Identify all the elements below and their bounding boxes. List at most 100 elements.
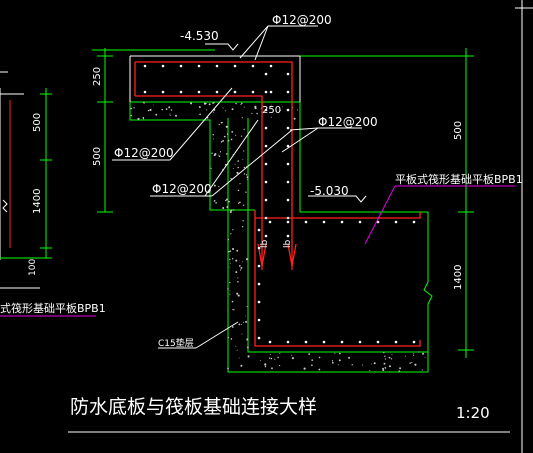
concrete-speckle bbox=[206, 109, 208, 111]
concrete-speckle bbox=[130, 114, 133, 117]
concrete-speckle bbox=[331, 361, 334, 364]
concrete-speckle bbox=[220, 121, 223, 124]
rebar-dot bbox=[264, 144, 268, 148]
rebar-dot bbox=[286, 180, 290, 184]
concrete-speckle bbox=[235, 134, 237, 136]
concrete-speckle bbox=[331, 360, 334, 362]
concrete-speckle bbox=[236, 292, 239, 295]
concrete-speckle bbox=[229, 262, 231, 264]
concrete-speckle bbox=[231, 326, 234, 328]
dim-far-left-1: 500 bbox=[32, 113, 43, 132]
rebar-dot bbox=[286, 144, 290, 148]
rebar-dot bbox=[215, 90, 219, 94]
concrete-speckle bbox=[239, 269, 242, 271]
rebar-dot bbox=[257, 264, 261, 268]
concrete-speckle bbox=[234, 163, 236, 165]
dim-left-mid: 500 bbox=[92, 147, 103, 166]
rebar-dot bbox=[257, 282, 261, 286]
rebar-dot bbox=[264, 180, 268, 184]
rebar-dot bbox=[197, 64, 201, 68]
concrete-speckle bbox=[222, 122, 224, 123]
concrete-speckle bbox=[384, 358, 387, 360]
concrete-speckle bbox=[224, 110, 226, 112]
concrete-speckle bbox=[270, 357, 273, 360]
rebar-dot bbox=[257, 228, 261, 232]
concrete-speckle bbox=[155, 113, 158, 116]
rebar-label-side-upper: Φ12@200 bbox=[318, 115, 378, 129]
concrete-speckle bbox=[169, 114, 171, 116]
concrete-speckle bbox=[382, 369, 385, 371]
rebar-dot bbox=[304, 340, 308, 344]
concrete-speckle bbox=[228, 200, 230, 203]
slab-outline bbox=[129, 55, 301, 102]
rebar-label-side-left: Φ12@200 bbox=[114, 146, 174, 160]
concrete-speckle bbox=[412, 353, 414, 355]
concrete-speckle bbox=[237, 160, 239, 162]
left-dimension-chain bbox=[92, 48, 215, 213]
concrete-speckle bbox=[337, 364, 339, 366]
concrete-speckle bbox=[238, 357, 240, 359]
concrete-speckle bbox=[236, 349, 238, 351]
rebar-dot bbox=[286, 234, 290, 238]
rebar-dot bbox=[264, 90, 268, 94]
concrete-speckle bbox=[229, 281, 231, 284]
concrete-speckle bbox=[230, 209, 233, 212]
concrete-speckle bbox=[222, 207, 225, 209]
concrete-speckle bbox=[213, 200, 216, 202]
concrete-speckle bbox=[242, 159, 244, 161]
concrete-speckle bbox=[391, 354, 393, 356]
concrete-speckle bbox=[421, 369, 423, 371]
concrete-speckle bbox=[270, 116, 272, 118]
concrete-speckle bbox=[389, 371, 391, 373]
concrete-speckle bbox=[231, 108, 234, 111]
label-concrete: C15垫层 bbox=[158, 337, 194, 349]
concrete-speckle bbox=[274, 358, 276, 360]
concrete-speckle bbox=[271, 367, 273, 370]
concrete-speckle bbox=[279, 109, 281, 112]
concrete-speckle bbox=[212, 111, 214, 113]
concrete-speckle bbox=[270, 104, 272, 106]
concrete-speckle bbox=[218, 155, 221, 157]
concrete-speckle bbox=[277, 356, 279, 359]
concrete-speckle bbox=[245, 258, 249, 261]
concrete-speckle bbox=[241, 117, 243, 119]
rebar-dot bbox=[286, 216, 290, 220]
concrete-speckle bbox=[334, 352, 336, 354]
concrete-speckle bbox=[338, 359, 341, 362]
concrete-speckle bbox=[243, 128, 245, 131]
concrete-speckle bbox=[245, 191, 247, 193]
concrete-speckle bbox=[152, 104, 154, 106]
concrete-speckle bbox=[130, 107, 133, 110]
concrete-speckle bbox=[203, 102, 207, 105]
rebar-dot bbox=[264, 216, 268, 220]
concrete-speckle bbox=[240, 323, 242, 325]
concrete-speckle bbox=[404, 355, 406, 357]
concrete-speckle bbox=[291, 354, 293, 356]
rebar-dot bbox=[233, 90, 237, 94]
concrete-speckle bbox=[240, 103, 242, 105]
rebar-dot bbox=[286, 108, 290, 112]
concrete-speckle bbox=[213, 102, 215, 104]
concrete-speckle bbox=[240, 266, 243, 269]
concrete-speckle bbox=[143, 102, 145, 104]
concrete-speckle bbox=[237, 166, 239, 169]
concrete-speckle bbox=[215, 201, 217, 204]
concrete-speckle bbox=[229, 293, 231, 295]
concrete-speckle bbox=[220, 141, 223, 143]
concrete-speckle bbox=[226, 133, 229, 135]
concrete-speckle bbox=[246, 306, 248, 307]
dim-lb-2: lb bbox=[283, 239, 293, 248]
concrete-speckle bbox=[281, 106, 283, 108]
concrete-speckle bbox=[232, 168, 234, 170]
concrete-speckle bbox=[311, 359, 314, 361]
rebar-dot bbox=[376, 340, 380, 344]
concrete-speckle bbox=[383, 351, 385, 354]
concrete-speckle bbox=[293, 117, 296, 120]
rebar-dot bbox=[268, 220, 272, 224]
concrete-speckle bbox=[384, 355, 386, 357]
concrete-speckle bbox=[229, 211, 232, 214]
concrete-speckle bbox=[254, 107, 257, 110]
concrete-speckle bbox=[247, 178, 249, 180]
concrete-speckle bbox=[398, 370, 400, 372]
